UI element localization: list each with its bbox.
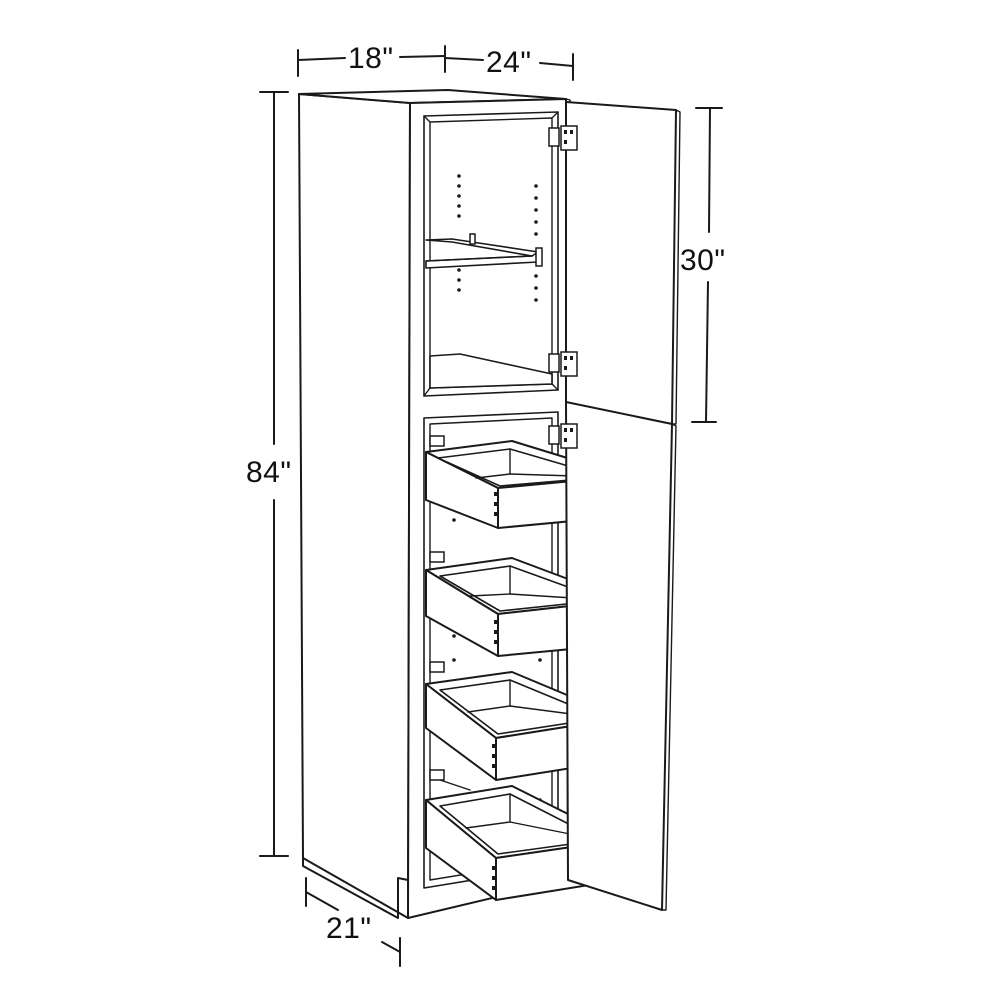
- upper-door[interactable]: [565, 101, 677, 425]
- dimension-upper-door-height: 30": [680, 107, 726, 423]
- shelf-pin-holes-right: [534, 184, 538, 302]
- dovetail-joints: [494, 492, 497, 516]
- dimension-base-depth: 21": [305, 877, 401, 967]
- dim-label-18: 18": [348, 42, 394, 75]
- shelf-clip-left: [469, 233, 476, 245]
- dovetail-joints: [492, 866, 495, 890]
- dimension-overall-height: 84": [246, 91, 292, 857]
- drawer-slide: [429, 551, 445, 563]
- shelf-pin-holes-left: [457, 174, 461, 292]
- hinge-upper-top: [548, 125, 578, 151]
- dim-label-21: 21": [326, 912, 372, 945]
- lower-door[interactable]: [565, 401, 673, 911]
- drawer-slide: [429, 661, 445, 673]
- dovetail-joints: [492, 744, 495, 768]
- adjustable-shelf: [425, 238, 539, 269]
- dimension-door-width: 24": [444, 46, 574, 81]
- upper-floor: [429, 353, 553, 389]
- drawer-slide: [429, 435, 445, 447]
- dim-label-24: 24": [486, 46, 532, 79]
- dimension-depth-top: 18": [297, 42, 446, 77]
- dovetail-joints: [494, 620, 497, 644]
- shelf-clip-right: [535, 247, 543, 267]
- cabinet-side-panel: [298, 93, 411, 919]
- dim-label-84: 84": [246, 456, 292, 489]
- hinge-upper-bottom: [548, 351, 578, 377]
- toe-kick: [302, 857, 409, 919]
- drawer-slide: [429, 769, 445, 781]
- dim-label-30: 30": [680, 244, 726, 277]
- hinge-lower-top: [548, 423, 578, 449]
